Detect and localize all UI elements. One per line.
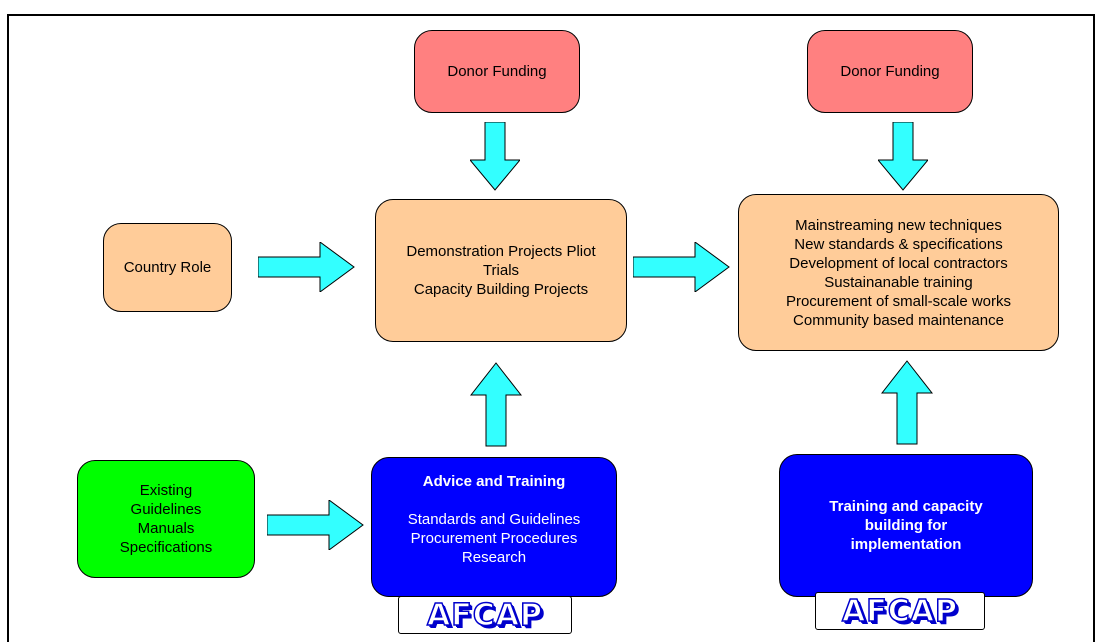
training-capacity-line-3: implementation — [850, 536, 962, 553]
country-role-box: Country Role — [103, 223, 232, 312]
diagram-frame — [7, 14, 1095, 642]
training-capacity-box: Training and capacity building for imple… — [779, 454, 1033, 597]
existing-line-1: Existing — [139, 482, 193, 499]
demonstration-line-2: Trials — [482, 262, 520, 279]
training-capacity-line-2: building for — [864, 517, 948, 534]
demonstration-line-3: Capacity Building Projects — [413, 281, 589, 298]
mainstreaming-box: Mainstreaming new techniques New standar… — [738, 194, 1059, 351]
afcap-logo-text-2: AFCAP — [841, 593, 958, 630]
arrow-down-donor-1 — [470, 122, 520, 191]
mainstreaming-line-3: Development of local contractors — [789, 254, 1008, 272]
demonstration-projects-box: Demonstration Projects Pliot Trials Capa… — [375, 199, 627, 342]
donor-funding-label-1: Donor Funding — [447, 63, 547, 80]
mainstreaming-line-6: Community based maintenance — [793, 311, 1004, 329]
afcap-logo-2: AFCAP — [815, 592, 985, 630]
arrow-right-demonstration — [633, 242, 730, 292]
donor-funding-box-2: Donor Funding — [807, 30, 973, 113]
afcap-logo-1: AFCAP — [398, 596, 572, 634]
arrow-up-advice — [470, 362, 522, 447]
donor-funding-label-2: Donor Funding — [840, 63, 940, 80]
advice-training-box: Advice and Training Standards and Guidel… — [371, 457, 617, 597]
existing-line-4: Specifications — [119, 539, 213, 556]
arrow-up-training — [881, 360, 933, 445]
training-capacity-line-1: Training and capacity — [829, 498, 983, 515]
donor-funding-box-1: Donor Funding — [414, 30, 580, 113]
mainstreaming-line-1: Mainstreaming new techniques — [795, 216, 1002, 234]
advice-training-line-1: Standards and Guidelines — [407, 511, 581, 528]
advice-training-title: Advice and Training — [422, 473, 566, 490]
mainstreaming-line-2: New standards & specifications — [794, 235, 1003, 253]
arrow-down-donor-2 — [878, 122, 928, 191]
mainstreaming-line-5: Procurement of small-scale works — [785, 292, 1012, 310]
arrow-right-existing — [267, 500, 364, 550]
advice-training-line-3: Research — [461, 549, 527, 566]
arrow-right-country — [258, 242, 355, 292]
existing-line-3: Manuals — [137, 520, 195, 537]
mainstreaming-line-4: Sustainanable training — [824, 273, 973, 291]
advice-training-line-2: Procurement Procedures — [410, 530, 578, 547]
afcap-logo-text-1: AFCAP — [426, 597, 543, 634]
country-role-label: Country Role — [123, 259, 212, 276]
demonstration-line-1: Demonstration Projects Pliot — [406, 243, 596, 260]
existing-guidelines-box: Existing Guidelines Manuals Specificatio… — [77, 460, 255, 578]
existing-line-2: Guidelines — [130, 501, 202, 518]
